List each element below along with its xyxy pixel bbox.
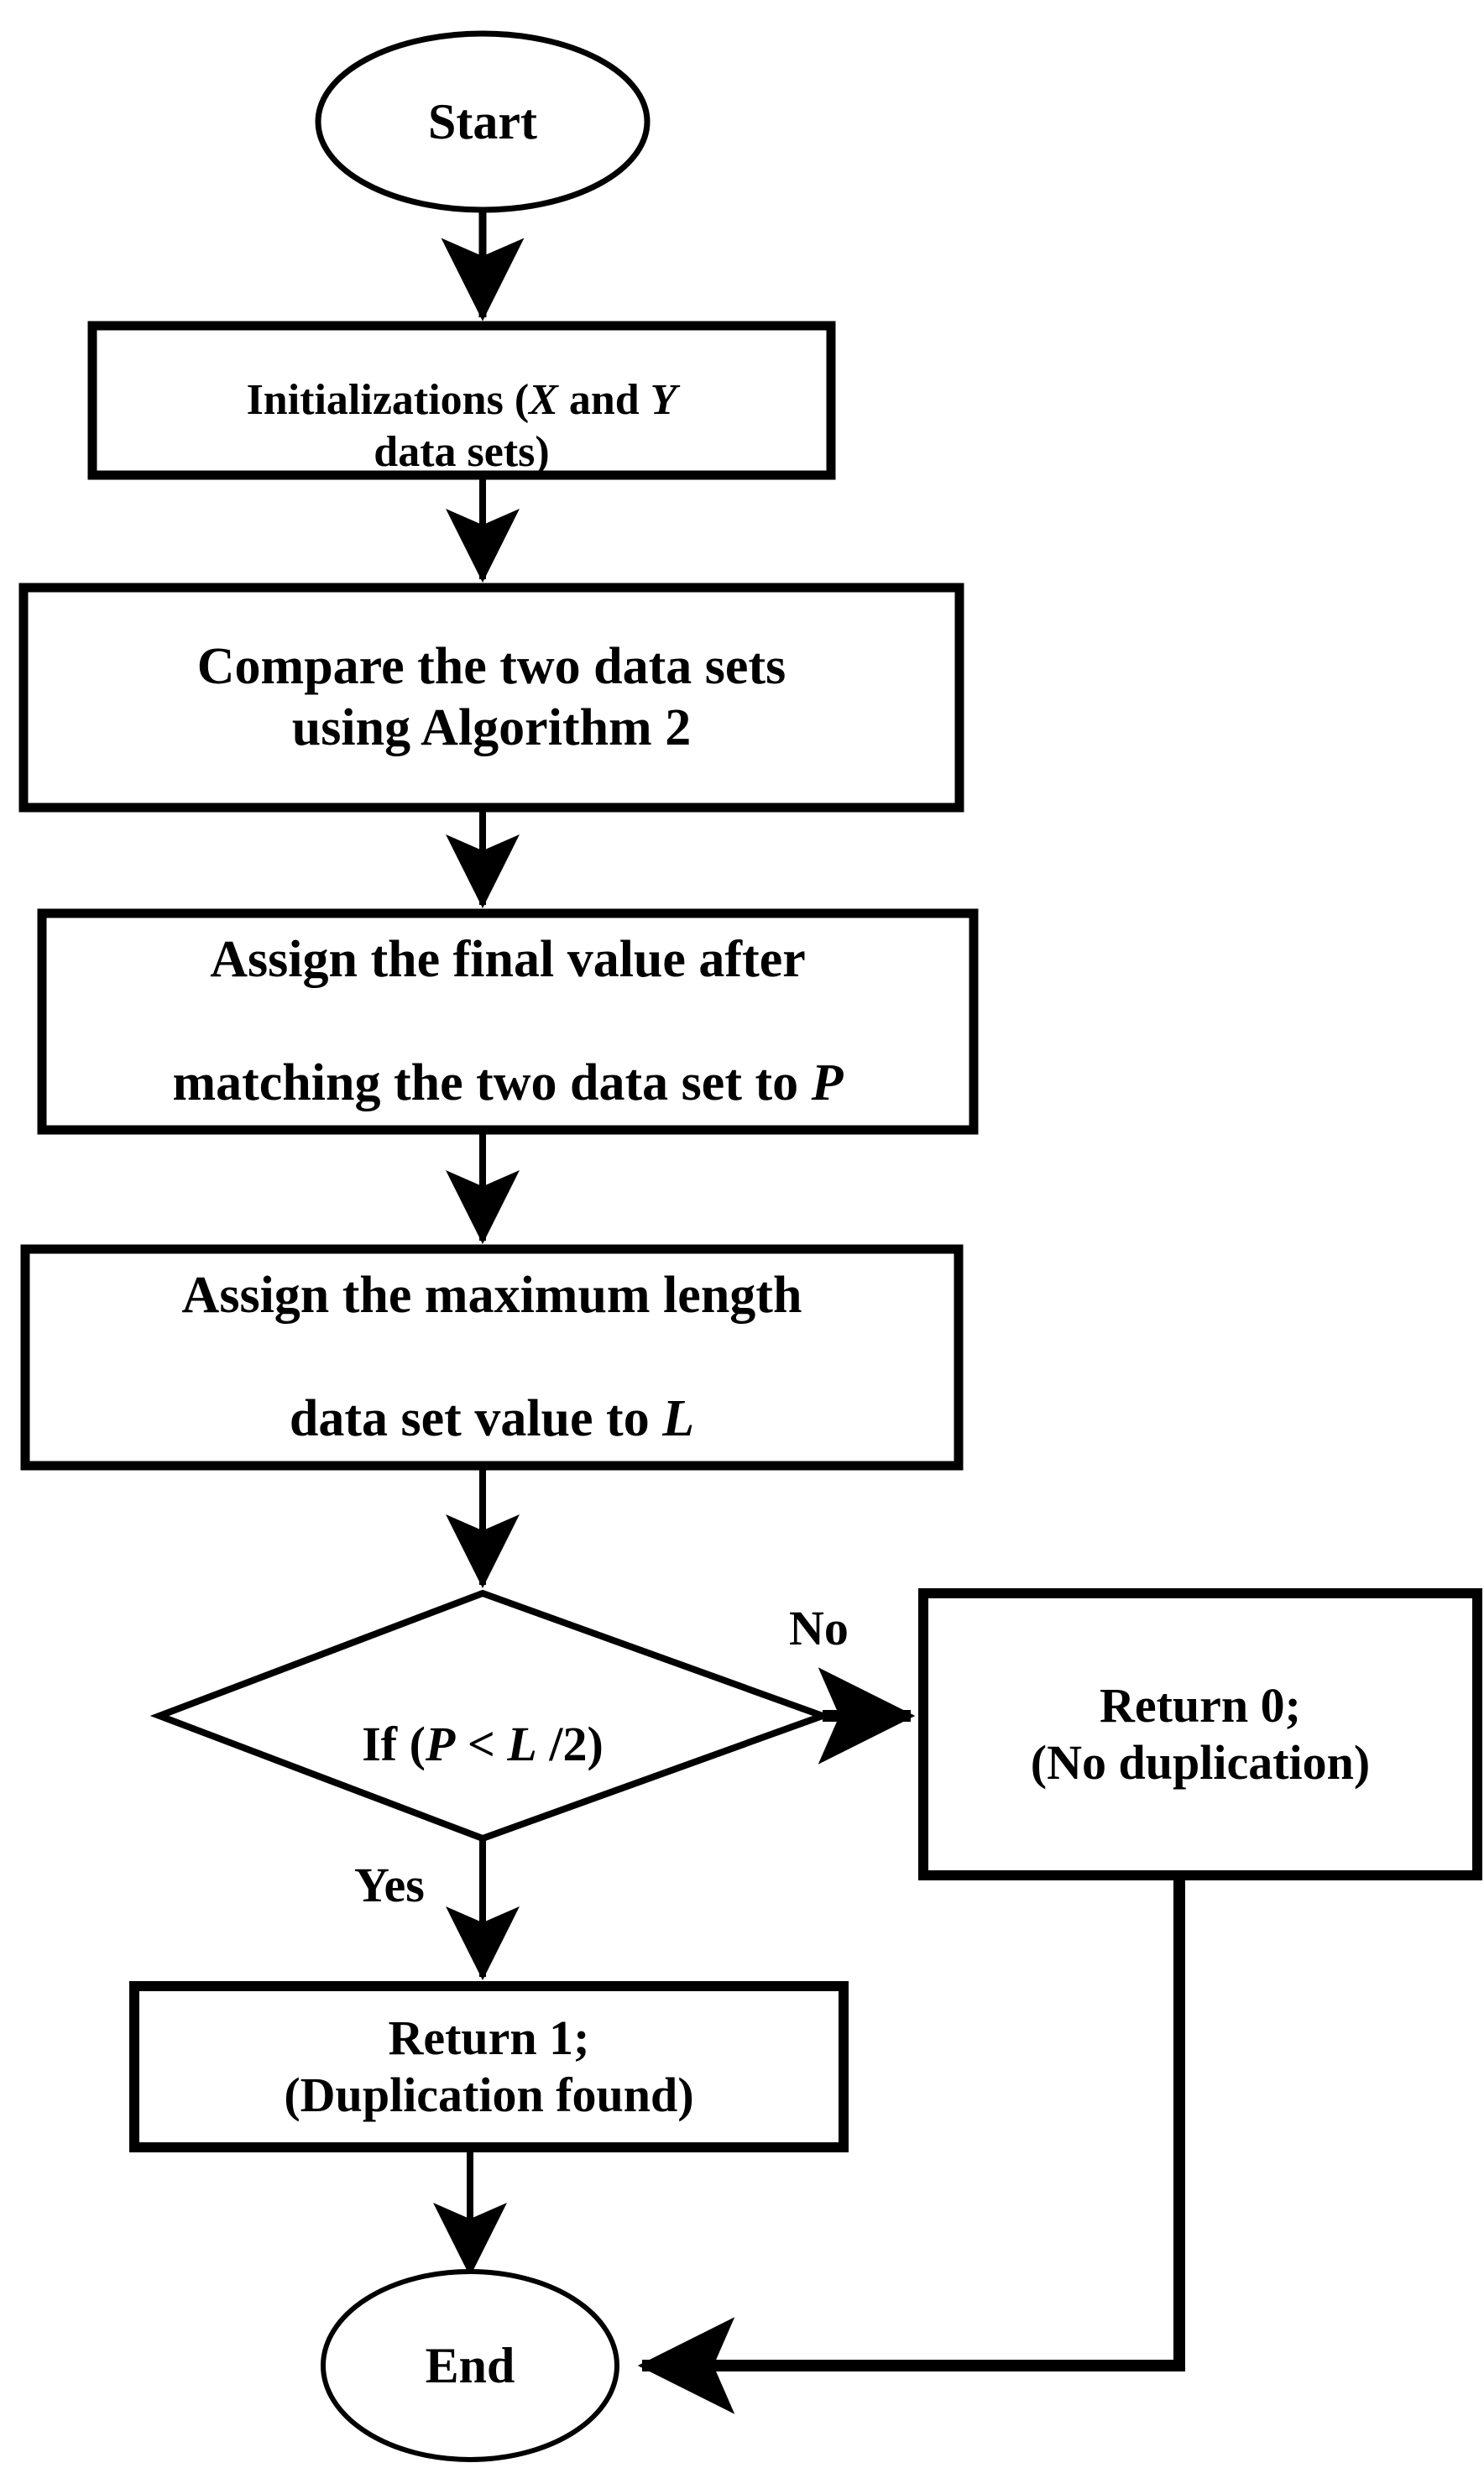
node-compare-shape <box>18 583 964 813</box>
edge-label-no: No <box>789 1601 849 1655</box>
node-init-shape <box>87 321 836 480</box>
node-assignl-shape <box>20 1244 964 1471</box>
node-start-shape <box>315 30 651 213</box>
edge-label-yes: Yes <box>354 1858 425 1912</box>
node-decision-shape <box>149 1589 833 1843</box>
node-return0-shape <box>918 1588 1482 1880</box>
connector-return0-to-end <box>637 1875 1185 2414</box>
node-return1-shape <box>129 1981 849 2152</box>
node-assignp-shape <box>37 908 979 1135</box>
node-end-shape <box>321 2269 619 2462</box>
